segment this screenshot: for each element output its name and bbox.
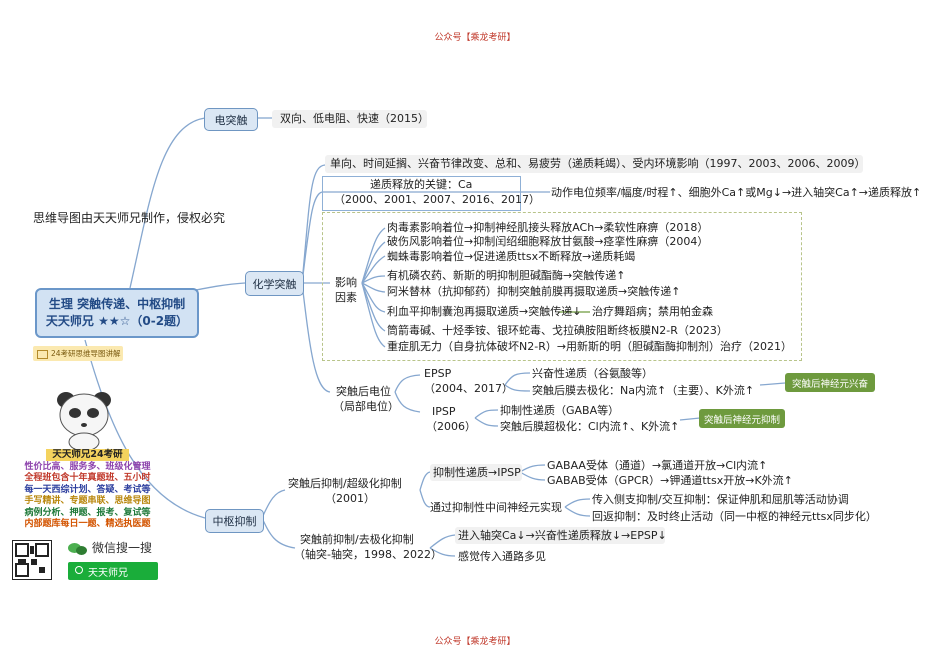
- promo-block: 天天师兄24考研 性价比高、服务多、班级化管理 全程班包含十年真题班、五小时 每…: [20, 449, 155, 531]
- interneuron-label: 通过抑制性中间神经元实现: [430, 501, 562, 514]
- release-detail: 动作电位频率/幅度/时程↑、细胞外Ca↑或Mg↓→进入轴突Ca↑→递质释放↑: [551, 186, 922, 199]
- qr-code[interactable]: [12, 540, 52, 580]
- branch-chemical: 化学突触: [245, 271, 304, 296]
- recurrent-inhibition: 回返抑制：及时终止活动（同一中枢的神经元ttsx同步化）: [592, 510, 877, 523]
- gabab-receptor: GABAB受体（GPCR）→钾通道ttsx开放→K外流↑: [547, 474, 793, 487]
- reserpine-treatment: 治疗舞蹈病；禁用帕金森: [592, 305, 713, 318]
- wechat-search-label: 微信搜一搜: [92, 541, 153, 555]
- wechat-account: 天天师兄: [88, 568, 128, 579]
- gabaa-receptor: GABAA受体（通道）→氯通道开放→Cl内流↑: [547, 459, 768, 472]
- promo-line: 性价比高、服务多、班级化管理: [24, 461, 151, 472]
- factor-item: 阿米替林（抗抑郁药）抑制突触前膜再摄取递质→突触传递↑: [387, 285, 681, 298]
- promo-title: 天天师兄24考研: [46, 449, 129, 461]
- release-key-title: 递质释放的关键：Ca: [370, 178, 473, 191]
- header-note: 公众号【乘龙考研】: [434, 33, 516, 43]
- wechat-account-search-box[interactable]: 天天师兄: [68, 562, 158, 580]
- pre-inhibition-label: 突触前抑制/去极化抑制: [300, 533, 414, 546]
- ipsp-tag: 突触后神经元抑制: [699, 409, 785, 428]
- postsynaptic-label: 突触后电位: [336, 385, 391, 398]
- factor-item: 破伤风影响着位→抑制闰绍细胞释放甘氨酸→痉挛性麻痹（2004）: [387, 235, 709, 248]
- explainer-badge-label: 24考研思维导图讲解: [51, 349, 121, 358]
- epsp-label: EPSP: [424, 367, 452, 380]
- promo-line: 病例分析、押题、报考、复试等: [24, 507, 151, 518]
- epsp-years: （2004、2017）: [424, 382, 513, 395]
- ipsp-transmitter: 抑制性递质（GABA等）: [500, 404, 620, 417]
- release-key-years: （2000、2001、2007、2016、2017）: [334, 193, 540, 206]
- factor-item: 利血平抑制囊泡再摄取递质→突触传递↓: [387, 305, 582, 318]
- ipsp-years: （2006）: [426, 420, 476, 433]
- chemical-properties: 单向、时间延搁、兴奋节律改变、总和、易疲劳（递质耗竭）、受内环境影响（1997、…: [330, 157, 866, 170]
- ipsp-effect: 突触后膜超极化：Cl内流↑、K外流↑: [500, 420, 680, 433]
- pre-inhibition-note: 感觉传入通路多见: [458, 550, 546, 563]
- factor-item: 肉毒素影响着位→抑制神经肌接头释放ACh→柔软性麻痹（2018）: [387, 221, 709, 234]
- branch-electrical: 电突触: [204, 108, 258, 131]
- root-title: 生理 突触传递、中枢抑制: [48, 297, 186, 311]
- pre-inhibition-years: （轴突-轴突，1998、2022）: [294, 548, 442, 561]
- promo-line: 每一天西综计划、答疑、考试等: [24, 484, 151, 495]
- epsp-effect: 突触后膜去极化：Na内流↑（主要）、K外流↑: [532, 384, 755, 397]
- promo-line: 手写精讲、专题串联、思维导图: [24, 496, 151, 506]
- post-inhibition-label: 突触后抑制/超级化抑制: [288, 477, 402, 490]
- branch-central: 中枢抑制: [205, 509, 264, 533]
- epsp-tag: 突触后神经元兴奋: [785, 373, 875, 392]
- factor-item: 筒箭毒碱、十烃季铵、银环蛇毒、戈拉碘胺阻断终板膜N2-R（2023）: [387, 324, 728, 337]
- wechat-search-icon: [68, 541, 90, 555]
- ipsp-label: IPSP: [432, 405, 456, 418]
- electrical-detail: 双向、低电阻、快速（2015）: [280, 112, 429, 125]
- factor-item: 蜘蛛毒影响着位→促进递质ttsx不断释放→递质耗竭: [387, 250, 636, 263]
- promo-line: 内部题库每日一题、精选执医题: [24, 519, 151, 529]
- epsp-transmitter: 兴奋性递质（谷氨酸等）: [532, 367, 653, 380]
- explainer-badge[interactable]: 24考研思维导图讲解: [33, 346, 123, 361]
- footer-note: 公众号【乘龙考研】: [434, 637, 516, 647]
- promo-line: 全程班包含十年真题班、五小时: [24, 473, 151, 483]
- ipsp-mechanism: 抑制性递质→IPSP: [433, 466, 521, 479]
- factors-label-2: 因素: [335, 291, 357, 304]
- search-icon: [75, 566, 83, 574]
- copyright-text: 思维导图由天天师兄制作，侵权必究: [33, 211, 226, 225]
- play-icon: [37, 349, 48, 359]
- postsynaptic-sublabel: （局部电位）: [333, 400, 399, 413]
- factor-item: 有机磷农药、新斯的明抑制胆碱酯酶→突触传递↑: [387, 269, 626, 282]
- root-subtitle: 天天师兄 ★★☆（0-2题）: [45, 314, 189, 328]
- factors-label: 影响: [335, 276, 357, 289]
- reciprocal-inhibition: 传入侧支抑制/交互抑制：保证伸肌和屈肌等活动协调: [592, 493, 849, 506]
- pre-inhibition-detail: 进入轴突Ca↓→兴奋性递质释放↓→EPSP↓: [458, 529, 667, 542]
- root-node: 生理 突触传递、中枢抑制 天天师兄 ★★☆（0-2题）: [35, 288, 199, 338]
- post-inhibition-year: （2001）: [325, 492, 375, 505]
- factor-item: 重症肌无力（自身抗体破坏N2-R）→用新斯的明（胆碱酯酶抑制剂）治疗（2021）: [387, 340, 793, 353]
